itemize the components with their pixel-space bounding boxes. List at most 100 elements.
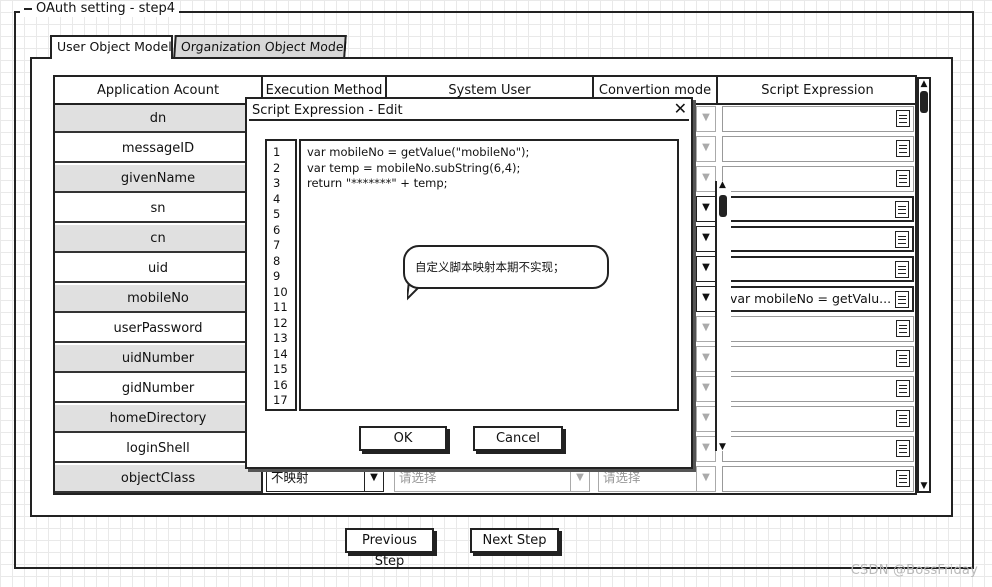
arrow-up-icon[interactable]: ▲ — [920, 79, 928, 89]
editor-scrollbar[interactable]: ▲ ▼ — [715, 180, 731, 452]
document-icon[interactable] — [896, 110, 910, 127]
document-icon[interactable] — [896, 320, 910, 337]
line-number: 1 — [273, 145, 281, 159]
code-line: var temp = mobileNo.subString(6,4); — [307, 160, 521, 175]
chevron-down-icon[interactable]: ▼ — [696, 407, 715, 431]
chevron-down-icon[interactable]: ▼ — [696, 137, 715, 161]
chevron-down-icon[interactable]: ▼ — [364, 467, 383, 491]
dialog-title-text: Script Expression - Edit — [252, 103, 403, 118]
cancel-button[interactable]: Cancel — [473, 426, 563, 451]
chevron-down-icon[interactable]: ▼ — [696, 467, 715, 491]
oauth-setting-frame — [14, 11, 974, 569]
chevron-down-icon[interactable]: ▼ — [696, 377, 715, 401]
line-number: 16 — [273, 377, 288, 392]
document-icon[interactable] — [896, 440, 910, 457]
document-icon[interactable] — [895, 291, 909, 308]
document-icon[interactable] — [896, 170, 910, 187]
chevron-down-icon[interactable]: ▼ — [696, 347, 715, 371]
table-row-name: dn — [55, 105, 263, 133]
tab-organization-object-model[interactable]: Organization Object Model — [173, 35, 348, 57]
line-number: 13 — [273, 331, 288, 345]
header-system-user: System User — [387, 77, 594, 105]
script-expression-field[interactable] — [722, 346, 914, 372]
table-row-name: homeDirectory — [55, 405, 263, 433]
script-expression-field[interactable] — [722, 406, 914, 432]
chevron-down-icon[interactable]: ▼ — [696, 257, 715, 281]
script-expression-field[interactable] — [722, 226, 914, 252]
table-row-name: gidNumber — [55, 375, 263, 403]
chevron-down-icon[interactable]: ▼ — [696, 287, 715, 311]
chevron-down-icon[interactable]: ▼ — [696, 167, 715, 191]
chevron-down-icon[interactable]: ▼ — [696, 197, 715, 221]
script-expression-field[interactable] — [722, 196, 914, 222]
note-callout: 自定义脚本映射本期不实现； — [403, 245, 609, 289]
script-expression-field[interactable] — [722, 316, 914, 342]
document-icon[interactable] — [896, 410, 910, 427]
execution-method-select[interactable]: 不映射 ▼ — [266, 466, 384, 492]
system-user-select[interactable]: 请选择 ▼ — [394, 466, 590, 492]
table-row-name: loginShell — [55, 435, 263, 463]
script-expression-field[interactable] — [722, 256, 914, 282]
table-row-name: mobileNo — [55, 285, 263, 313]
scrollbar-thumb[interactable] — [920, 91, 928, 113]
table-row-name: uidNumber — [55, 345, 263, 373]
convertion-mode-select[interactable]: 请选择▼ — [598, 466, 716, 492]
line-number: 17 — [273, 393, 288, 407]
script-expression-field[interactable] — [722, 166, 914, 192]
select-placeholder: 请选择 — [399, 470, 437, 485]
line-number: 15 — [273, 362, 288, 376]
table-row-name: uid — [55, 255, 263, 283]
arrow-down-icon[interactable]: ▼ — [920, 481, 928, 491]
frame-title: OAuth setting - step4 — [20, 1, 180, 17]
previous-step-button[interactable]: Previous Step — [345, 528, 434, 569]
header-execution-method: Execution Method — [263, 77, 387, 105]
document-icon[interactable] — [896, 140, 910, 157]
script-expression-field[interactable] — [722, 376, 914, 402]
close-icon[interactable]: ✕ — [673, 99, 687, 118]
header-application-account: Application Acount — [55, 77, 263, 105]
code-line: var mobileNo = getValue("mobileNo"); — [307, 145, 530, 159]
chevron-down-icon[interactable]: ▼ — [696, 227, 715, 251]
document-icon[interactable] — [895, 201, 909, 218]
document-icon[interactable] — [896, 470, 910, 487]
line-number: 4 — [273, 191, 281, 206]
script-expression-field[interactable] — [722, 466, 914, 492]
header-script-expression: Script Expression — [761, 83, 874, 98]
line-number: 2 — [273, 160, 281, 175]
line-number: 9 — [273, 269, 281, 283]
document-icon[interactable] — [895, 231, 909, 248]
chevron-down-icon[interactable]: ▼ — [570, 467, 589, 491]
dialog-title: Script Expression - Edit — [249, 101, 689, 121]
script-expression-field[interactable] — [722, 106, 914, 132]
next-step-button[interactable]: Next Step — [470, 528, 559, 553]
script-expression-field[interactable] — [722, 136, 914, 162]
chevron-down-icon[interactable]: ▼ — [696, 317, 715, 341]
document-icon[interactable] — [896, 380, 910, 397]
arrow-up-icon[interactable]: ▲ — [719, 180, 726, 190]
line-number: 12 — [273, 315, 288, 330]
code-line: return "*******" + temp; — [307, 176, 448, 190]
script-expression-field[interactable]: var mobileNo = getValu... — [722, 286, 914, 312]
table-scrollbar[interactable]: ▲ ▼ — [917, 77, 931, 493]
header-convertion-mode: Convertion mode — [594, 77, 718, 105]
table-row-name: messageID — [55, 135, 263, 163]
ok-button[interactable]: OK — [359, 426, 447, 451]
watermark: CSDN @BossFriday — [850, 563, 978, 578]
chevron-down-icon[interactable]: ▼ — [696, 107, 715, 131]
table-row-name: userPassword — [55, 315, 263, 343]
line-number: 14 — [273, 346, 288, 361]
editor-scrollbar-thumb[interactable] — [719, 195, 727, 217]
line-number: 5 — [273, 207, 281, 221]
document-icon[interactable] — [895, 261, 909, 278]
line-number: 7 — [273, 238, 281, 252]
document-icon[interactable] — [896, 350, 910, 367]
script-preview: var mobileNo = getValu... — [730, 291, 892, 306]
script-expression-field[interactable] — [722, 436, 914, 462]
table-row-name: sn — [55, 195, 263, 223]
chevron-down-icon[interactable]: ▼ — [696, 437, 715, 461]
arrow-down-icon[interactable]: ▼ — [719, 442, 726, 452]
select-value: 不映射 — [271, 470, 309, 485]
tab-user-object-model[interactable]: User Object Model — [50, 35, 173, 59]
